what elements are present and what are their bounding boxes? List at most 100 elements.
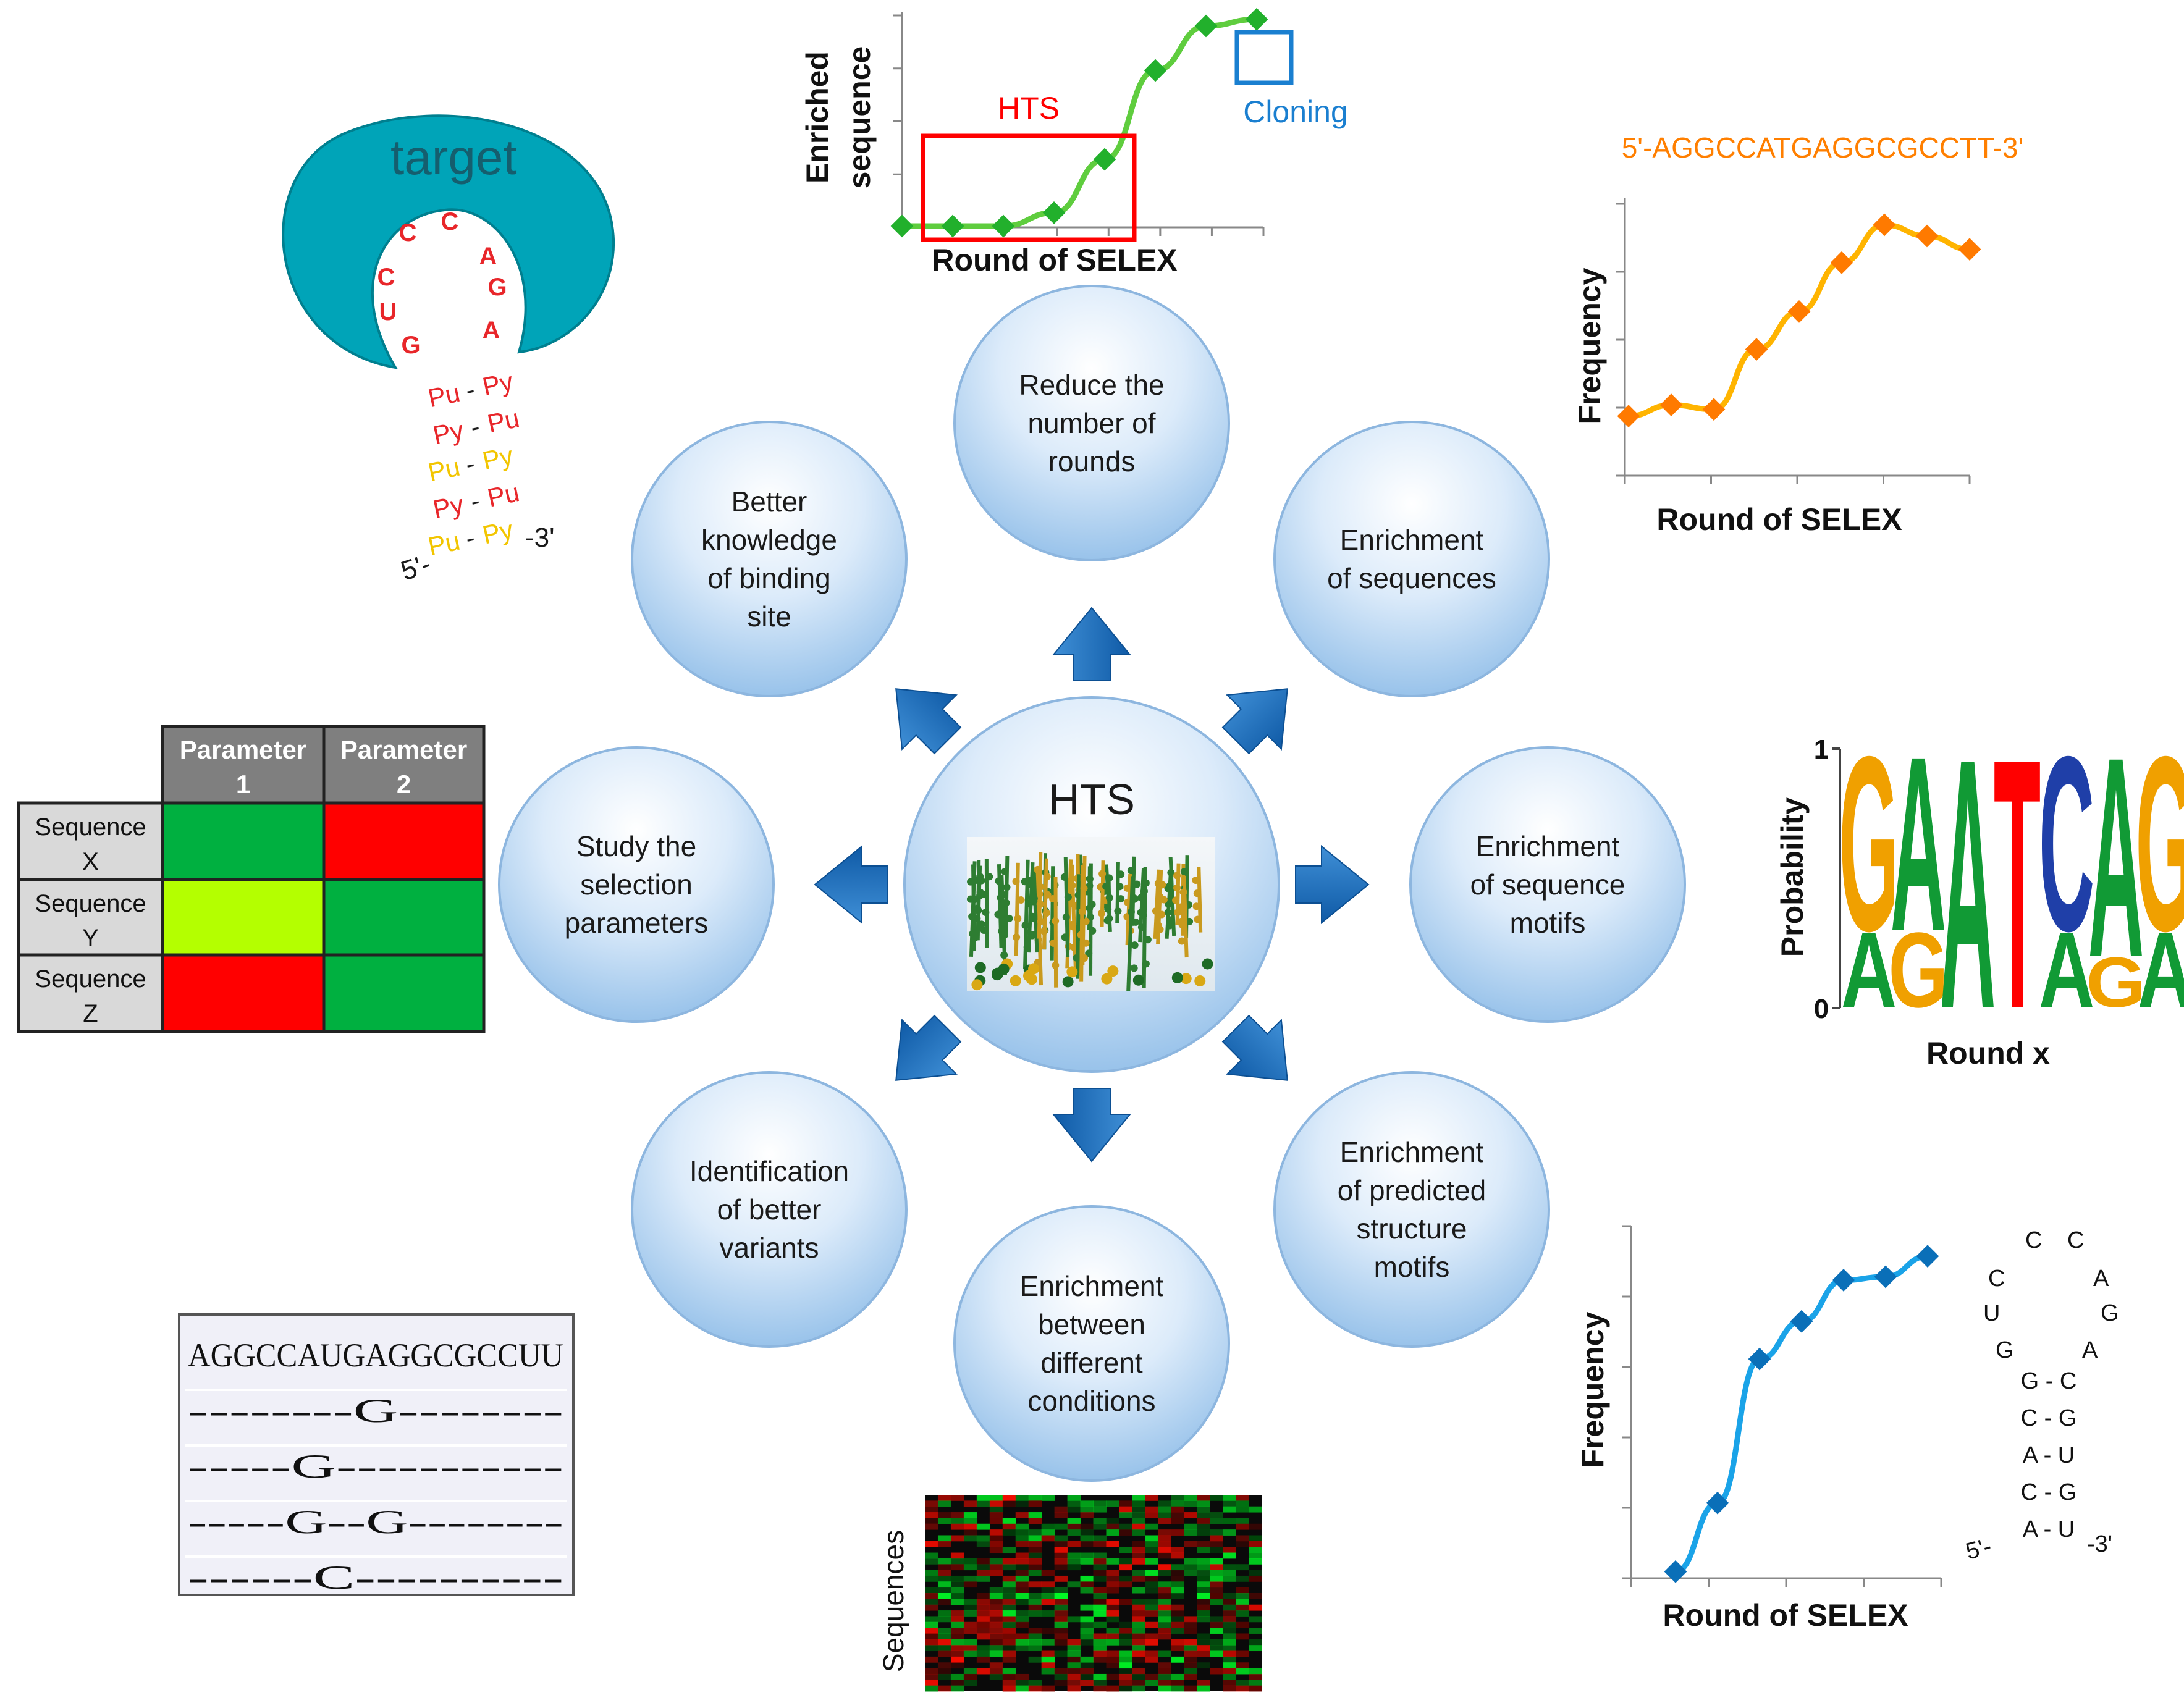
stem-right: Pu <box>485 477 522 513</box>
arrows <box>814 607 1370 1163</box>
alignment-row: -----G----------- <box>188 1448 563 1485</box>
center-node: HTS <box>903 696 1280 1073</box>
arrow <box>1295 844 1370 925</box>
hairpin-letter: G <box>1996 1337 2014 1363</box>
hairpin-pair: G - C <box>2021 1368 2077 1394</box>
loop-letter: A <box>479 243 497 270</box>
loop-letter: U <box>379 298 397 326</box>
svg-text:G: G <box>1839 705 1899 983</box>
series-point <box>1664 1560 1687 1583</box>
node-text-line: between <box>1038 1308 1145 1340</box>
logo-letter: G <box>2086 943 2146 1022</box>
svg-text:G: G <box>2135 705 2184 983</box>
node-text-line: number of <box>1027 407 1155 439</box>
hairpin-letter: A <box>2093 1266 2109 1292</box>
svg-text:A: A <box>2039 910 2094 1030</box>
table-header-text: Parameter <box>180 735 306 764</box>
alignment-row: -----G--G-------- <box>188 1503 563 1541</box>
table-row-text: Y <box>82 925 99 952</box>
node-text-line: variants <box>719 1232 819 1264</box>
table-row-label <box>17 878 164 957</box>
svg-text:T: T <box>1994 685 2041 1083</box>
enriched-chart: Enriched sequence Round of SELEX HTS Clo… <box>800 7 1348 277</box>
logo-letter: A <box>1940 685 1996 1083</box>
alignment-row: ------C---------- <box>188 1559 563 1596</box>
series-point <box>1245 7 1268 31</box>
stem-row: Py-Pu <box>431 477 522 524</box>
stem-left: Pu <box>426 452 463 487</box>
table-cell <box>161 953 326 1033</box>
logo-letter: G <box>2135 705 2184 983</box>
node-variants: Identification of better variants <box>631 1071 908 1348</box>
logo-letter: G <box>1888 910 1948 1030</box>
hairpin-letter: C <box>1988 1266 2005 1292</box>
hairpin-letter: C <box>2025 1227 2042 1253</box>
series-point <box>1617 405 1640 427</box>
freq-top-xlabel: Round of SELEX <box>1656 502 1902 537</box>
freq-chart-bottom: Frequency Round of SELEX <box>1575 1225 1942 1633</box>
sequence-logo: 1 0 Probability Round x GAAGATCAAGGA <box>1775 685 2184 1083</box>
table-row-text: Sequence <box>35 890 146 917</box>
stem-row: Pu-Py <box>426 366 516 413</box>
logo-letter: C <box>2039 705 2094 983</box>
cloning-box <box>1234 30 1294 85</box>
logo-letters: GAAGATCAAGGA <box>1839 685 2184 1083</box>
heatmap: Sequences <box>877 1495 1262 1692</box>
alignment-row: --------G-------- <box>188 1392 563 1429</box>
logo-letter: A <box>1891 705 1946 983</box>
series-point <box>1659 393 1683 416</box>
series-point <box>1915 224 1939 248</box>
node-text-line: of binding <box>707 562 831 594</box>
logo-letter: T <box>1994 685 2041 1083</box>
node-text-line: knowledge <box>701 524 837 556</box>
stem-right: Pu <box>485 403 522 439</box>
heatmap-ylabel: Sequences <box>877 1530 909 1672</box>
table-header-cell <box>161 725 326 805</box>
node-text-line: of better <box>717 1193 822 1226</box>
hairpin-letter: A <box>2082 1337 2098 1363</box>
alignment-row: AGGCCAUGAGGCGCCUU <box>188 1337 563 1374</box>
series-point <box>1748 1347 1771 1371</box>
series-point <box>941 214 964 238</box>
node-text-line: site <box>747 600 791 633</box>
node-text-line: Enrichment <box>1340 1136 1484 1168</box>
center-label: HTS <box>1048 775 1135 823</box>
node-text-line: different <box>1040 1347 1143 1379</box>
node-text-line: Identification <box>689 1155 849 1187</box>
arrow <box>1221 688 1288 755</box>
stem-left: Py <box>431 415 466 450</box>
enriched-xlabel: Round of SELEX <box>932 243 1177 277</box>
hairpin-letter: U <box>1983 1300 2000 1326</box>
logo-ylabel: Probability <box>1775 797 1810 957</box>
series-point <box>1745 338 1768 361</box>
arrow <box>814 844 888 925</box>
enriched-ylabel-2: sequence <box>842 46 877 189</box>
logo-ybottom: 0 <box>1814 994 1829 1024</box>
series-point <box>1042 201 1066 224</box>
table-row-text: Sequence <box>35 965 146 993</box>
table-cell <box>322 953 486 1033</box>
stem-dash: - <box>468 486 482 516</box>
node-text-line: Enrichment <box>1476 830 1620 862</box>
loop-letter: G <box>487 274 507 301</box>
loop-letter: A <box>483 317 500 344</box>
arrow <box>895 1014 962 1081</box>
table-row-text: Sequence <box>35 814 146 841</box>
svg-text:G: G <box>1888 910 1948 1030</box>
freq-chart-top: Frequency Round of SELEX <box>1572 198 1981 537</box>
svg-text:C: C <box>2039 705 2094 983</box>
table-header-text: Parameter <box>340 735 467 764</box>
series-point <box>1790 1310 1813 1333</box>
stem-right: Py <box>480 440 516 475</box>
table-row-text: Z <box>83 1000 98 1027</box>
table-cell <box>322 878 486 957</box>
series-point <box>1874 1265 1897 1289</box>
